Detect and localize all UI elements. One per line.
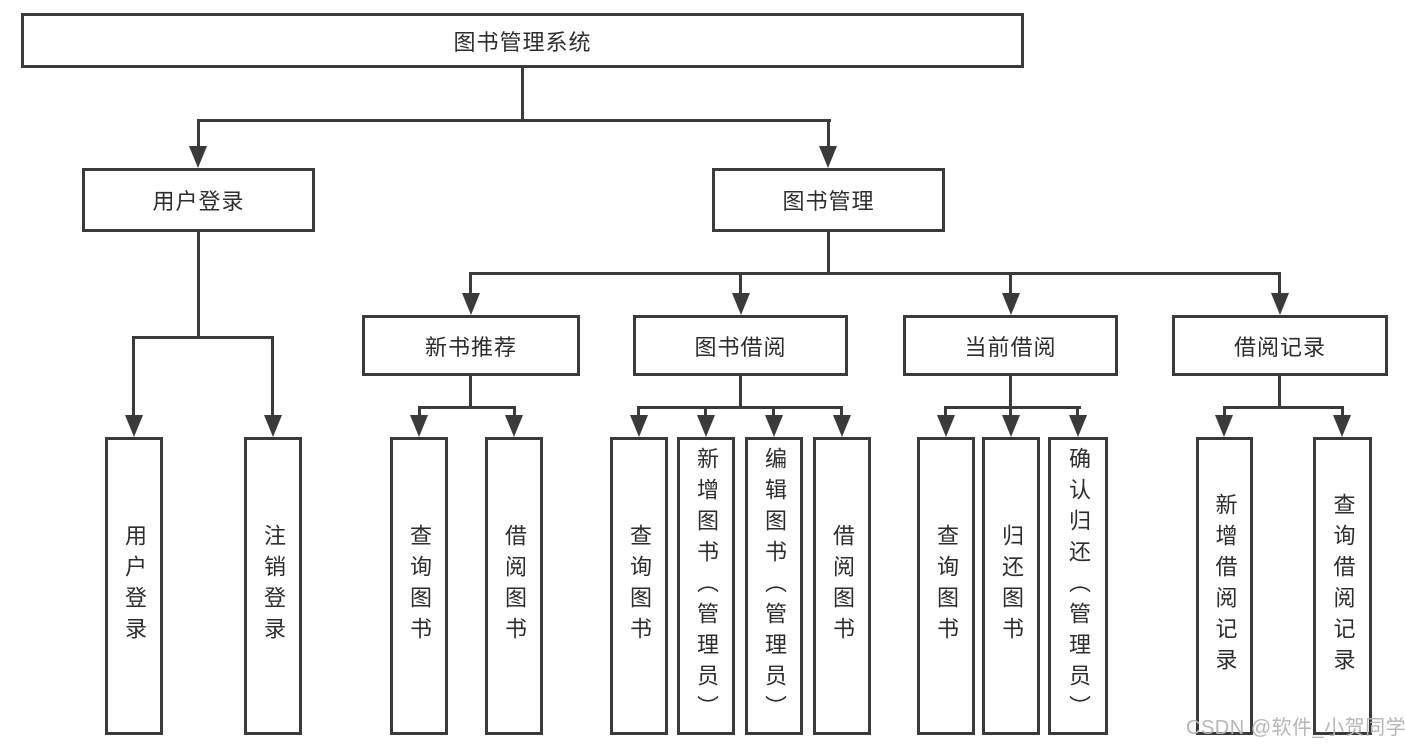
connector-line	[1009, 406, 1012, 417]
connector-line	[1009, 272, 1012, 295]
connector-line	[513, 406, 516, 417]
connector-line	[1341, 406, 1344, 417]
leaf-logout-label: 注销登录	[261, 524, 286, 648]
leaf-query-book-borrow: 查询图书	[610, 437, 668, 735]
node-new-book-recommend-label: 新书推荐	[424, 334, 517, 360]
arrow-down-icon	[264, 415, 282, 437]
leaf-add-borrow-record-label: 新增借阅记录	[1212, 493, 1238, 679]
leaf-edit-book-admin-label: 编辑图书（管理员）	[762, 446, 787, 726]
leaf-user-login: 用户登录	[105, 437, 163, 735]
leaf-borrow-book-recommend: 借阅图书	[485, 437, 543, 735]
node-borrow-record-label: 借阅记录	[1233, 334, 1326, 360]
leaf-add-book-admin: 新增图书（管理员）	[677, 437, 735, 735]
leaf-borrow-book: 借阅图书	[813, 437, 871, 735]
arrow-down-icon	[125, 415, 143, 437]
leaf-confirm-return-admin: 确认归还（管理员）	[1048, 437, 1108, 735]
connector-line	[271, 336, 274, 417]
connector-line	[637, 406, 843, 409]
leaf-borrow-book-label: 借阅图书	[830, 524, 855, 648]
connector-line	[739, 272, 742, 295]
arrow-down-icon	[833, 415, 851, 437]
arrow-down-icon	[462, 293, 480, 315]
arrow-down-icon	[410, 415, 428, 437]
node-root-label: 图书管理系统	[453, 29, 592, 55]
connector-line	[1009, 376, 1012, 409]
leaf-logout: 注销登录	[244, 437, 302, 735]
connector-line	[132, 336, 135, 417]
leaf-return-book-label: 归还图书	[999, 524, 1024, 648]
connector-line	[197, 232, 200, 339]
leaf-query-book-current: 查询图书	[917, 437, 975, 735]
connector-line	[418, 406, 516, 409]
arrow-down-icon	[819, 146, 837, 168]
arrow-down-icon	[1333, 415, 1351, 437]
node-current-borrow: 当前借阅	[903, 315, 1118, 376]
node-book-management: 图书管理	[712, 168, 945, 232]
connector-line	[469, 272, 472, 295]
leaf-confirm-return-admin-label: 确认归还（管理员）	[1066, 446, 1091, 726]
connector-line	[637, 406, 640, 417]
connector-line	[772, 406, 775, 417]
connector-line	[944, 406, 947, 417]
arrow-down-icon	[1069, 415, 1087, 437]
node-book-borrow: 图书借阅	[633, 315, 848, 376]
connector-line	[1278, 376, 1281, 409]
connector-line	[704, 406, 707, 417]
arrow-down-icon	[1215, 415, 1233, 437]
node-borrow-record: 借阅记录	[1172, 315, 1388, 376]
arrow-down-icon	[505, 415, 523, 437]
leaf-query-book-borrow-label: 查询图书	[627, 524, 652, 648]
connector-line	[944, 406, 1081, 409]
leaf-return-book: 归还图书	[982, 437, 1040, 735]
leaf-query-book-recommend-label: 查询图书	[407, 524, 432, 648]
leaf-add-borrow-record: 新增借阅记录	[1196, 437, 1253, 735]
node-user-login-label: 用户登录	[152, 189, 245, 214]
connector-line	[1223, 406, 1344, 409]
leaf-edit-book-admin: 编辑图书（管理员）	[745, 437, 803, 735]
connector-line	[1076, 406, 1079, 417]
node-book-borrow-label: 图书借阅	[694, 334, 787, 360]
arrow-down-icon	[732, 293, 750, 315]
connector-line	[418, 406, 421, 417]
connector-line	[827, 119, 830, 149]
connector-line	[739, 376, 742, 409]
connector-line	[1278, 272, 1281, 295]
connector-line	[521, 68, 524, 122]
node-book-management-label: 图书管理	[782, 189, 875, 214]
leaf-query-book-recommend: 查询图书	[390, 437, 448, 735]
leaf-query-borrow-record-label: 查询借阅记录	[1330, 493, 1356, 679]
leaf-query-book-current-label: 查询图书	[934, 524, 959, 648]
leaf-user-login-label: 用户登录	[122, 524, 147, 648]
arrow-down-icon	[1002, 293, 1020, 315]
arrow-down-icon	[189, 146, 207, 168]
leaf-borrow-book-recommend-label: 借阅图书	[502, 524, 527, 648]
connector-line	[827, 232, 830, 275]
arrow-down-icon	[697, 415, 715, 437]
connector-line	[132, 336, 274, 339]
connector-line	[840, 406, 843, 417]
node-user-login: 用户登录	[82, 168, 315, 232]
csdn-watermark: CSDN @软件_小贺同学	[1186, 717, 1405, 739]
connector-line	[469, 376, 472, 409]
arrow-down-icon	[1002, 415, 1020, 437]
node-new-book-recommend: 新书推荐	[362, 315, 580, 376]
arrow-down-icon	[937, 415, 955, 437]
arrow-down-icon	[765, 415, 783, 437]
connector-line	[1223, 406, 1226, 417]
connector-line	[469, 272, 1281, 275]
leaf-add-book-admin-label: 新增图书（管理员）	[694, 446, 719, 726]
arrow-down-icon	[630, 415, 648, 437]
leaf-query-borrow-record: 查询借阅记录	[1313, 437, 1372, 735]
arrow-down-icon	[1271, 293, 1289, 315]
connector-line	[197, 119, 831, 122]
node-root: 图书管理系统	[21, 13, 1024, 68]
connector-line	[197, 119, 200, 149]
node-current-borrow-label: 当前借阅	[964, 334, 1057, 360]
